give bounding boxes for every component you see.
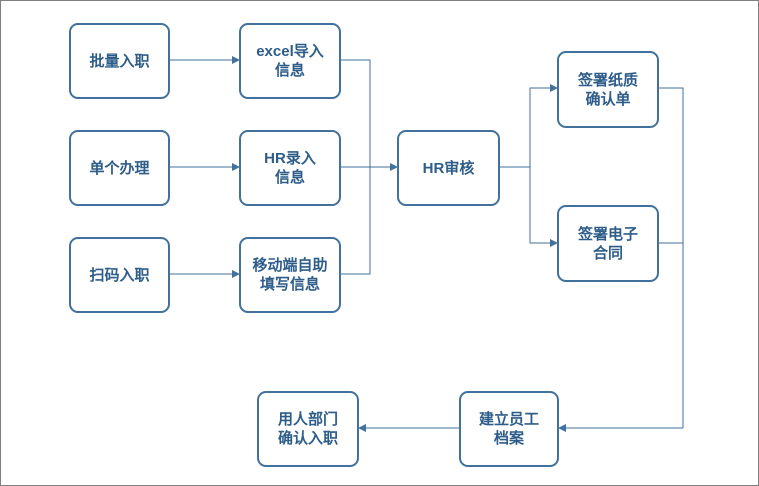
node-hr-review[interactable]: HR审核 [397, 130, 500, 206]
node-mobile-self[interactable]: 移动端自助 填写信息 [239, 237, 341, 313]
node-label: 批量入职 [89, 52, 150, 70]
node-label: 扫码入职 [89, 266, 150, 284]
node-label-line1: excel导入 [256, 43, 324, 60]
node-label: 单个办理 [89, 159, 150, 177]
node-label: HR审核 [422, 159, 475, 177]
node-single-process[interactable]: 单个办理 [69, 130, 170, 206]
node-label-line2: 信息 [274, 62, 305, 79]
arrow-to-sign-contract [529, 167, 558, 247]
node-scan-onboard[interactable]: 扫码入职 [69, 237, 170, 313]
node-label-line2: 填写信息 [259, 276, 320, 293]
node-excel-import[interactable]: excel导入 信息 [239, 23, 341, 99]
node-label-line2: 确认单 [585, 90, 631, 108]
node-create-archive[interactable]: 建立员工 档案 [459, 391, 559, 467]
node-dept-confirm[interactable]: 用人部门 确认入职 [257, 391, 359, 467]
node-label-line1: 建立员工 [478, 411, 539, 428]
node-label-line2: 合同 [592, 244, 623, 262]
connector-paper-right [659, 87, 684, 428]
node-label-line1: 签署电子 [577, 225, 638, 243]
node-label-line1: HR录入 [264, 150, 316, 167]
node-sign-contract[interactable]: 签署电子 合同 [557, 205, 659, 282]
node-batch-onboard[interactable]: 批量入职 [69, 23, 170, 99]
node-hr-entry[interactable]: HR录入 信息 [239, 130, 341, 206]
node-label-line1: 移动端自助 [252, 257, 328, 274]
arrow-to-sign-paper [529, 84, 558, 167]
node-label-line2: 档案 [493, 430, 524, 447]
node-label-line2: 确认入职 [277, 430, 338, 447]
node-label-line1: 签署纸质 [577, 71, 638, 89]
node-sign-paper[interactable]: 签署纸质 确认单 [557, 51, 659, 128]
node-label-line1: 用人部门 [277, 411, 338, 428]
node-label-line2: 信息 [274, 169, 305, 186]
